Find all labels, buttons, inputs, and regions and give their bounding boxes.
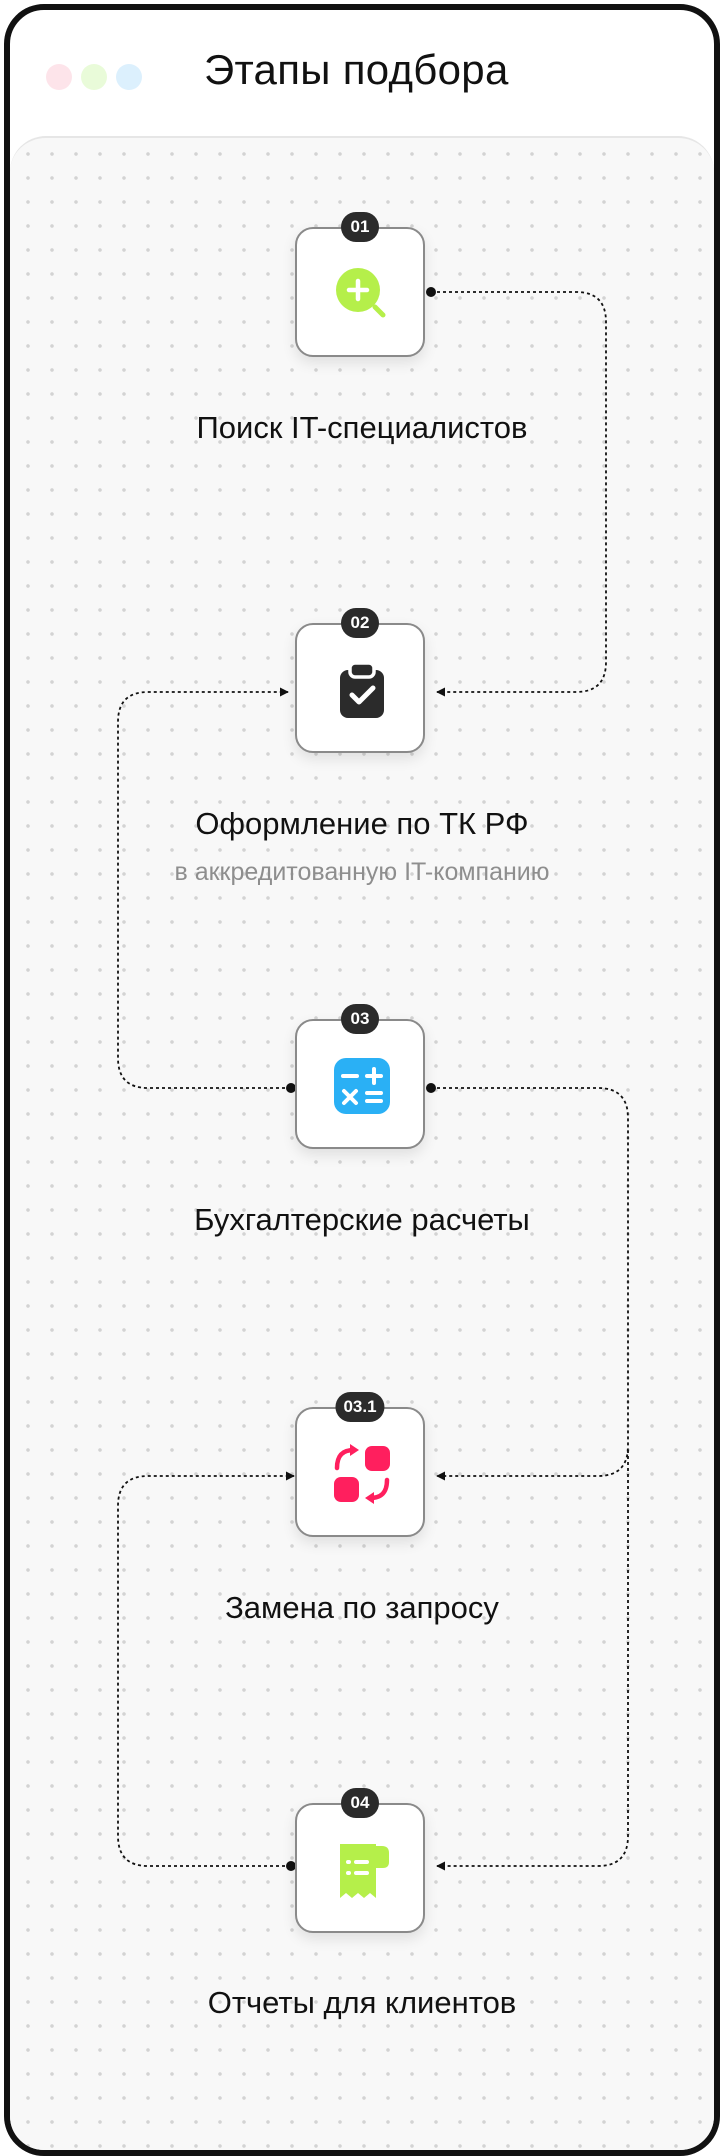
step-number-badge: 03.1 — [335, 1392, 385, 1422]
clipboard-check-icon — [340, 661, 384, 718]
maximize-dot[interactable] — [116, 64, 142, 90]
app-window: Этапы подбора 01 Поиск — [4, 4, 720, 2156]
calculator-icon — [334, 1058, 390, 1114]
step-label-02: Оформление по ТК РФ — [195, 806, 529, 841]
step-card-02[interactable]: 02 — [295, 608, 425, 753]
step-sublabel-02: в аккредитованную IT-компанию — [174, 858, 550, 886]
step-card-04[interactable]: 04 — [295, 1788, 425, 1933]
minimize-dot[interactable] — [81, 64, 107, 90]
receipt-icon — [340, 1844, 389, 1898]
step-number-badge: 04 — [341, 1788, 379, 1818]
step-card-01[interactable]: 01 — [295, 212, 425, 357]
step-number-badge: 03 — [341, 1004, 379, 1034]
search-plus-icon — [336, 268, 386, 318]
title-bar: Этапы подбора — [10, 10, 714, 136]
step-number-badge: 02 — [341, 608, 379, 638]
step-card-031[interactable]: 03.1 — [295, 1392, 425, 1537]
step-card-03[interactable]: 03 — [295, 1004, 425, 1149]
step-label-01: Поиск IT-специалистов — [196, 410, 528, 445]
swap-icon — [334, 1444, 390, 1504]
step-label-031: Замена по запросу — [225, 1590, 499, 1625]
step-label-04: Отчеты для клиентов — [207, 1985, 517, 2020]
step-label-03: Бухгалтерские расчеты — [194, 1202, 530, 1237]
step-number-badge: 01 — [341, 212, 379, 242]
page-title: Этапы подбора — [204, 46, 509, 93]
close-dot[interactable] — [46, 64, 72, 90]
